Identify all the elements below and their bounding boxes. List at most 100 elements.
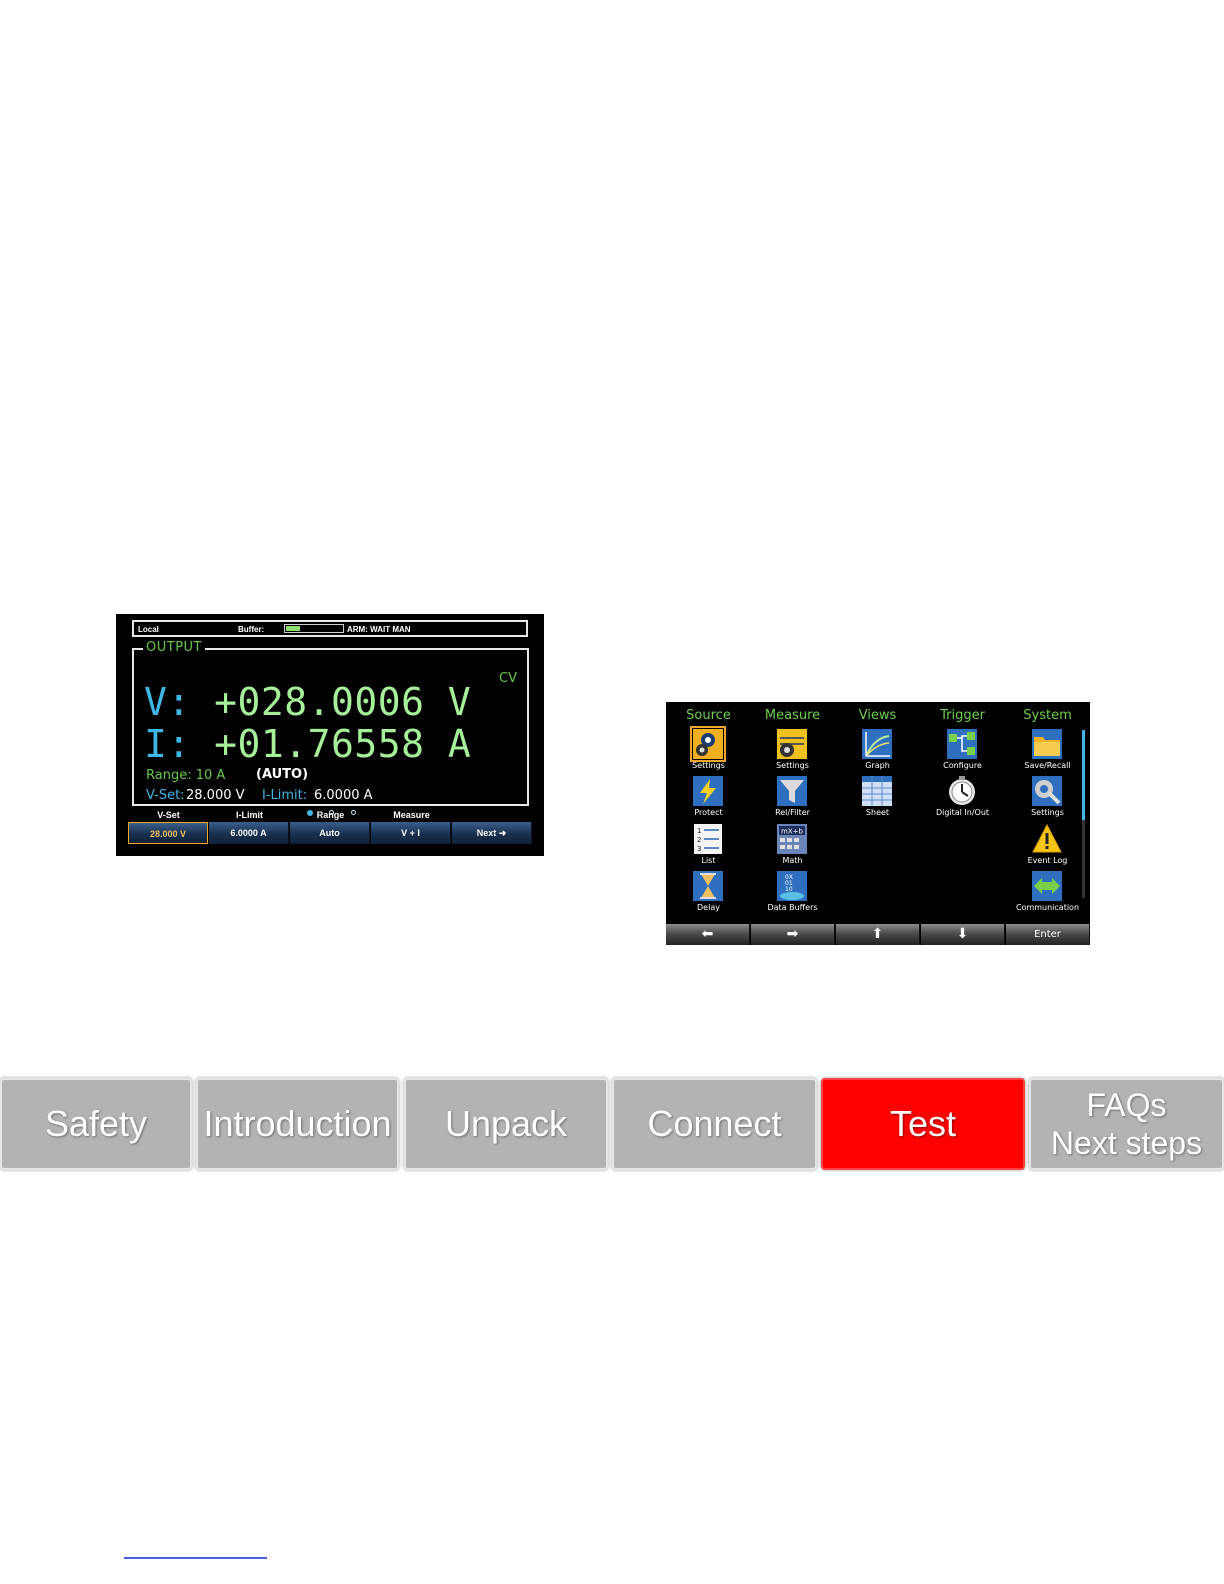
menu-item-label: Save/Recall: [1024, 761, 1071, 770]
tab-connect[interactable]: Connect: [612, 1078, 817, 1170]
menu-item-label: Configure: [943, 761, 982, 770]
voltage-reading: V: +028.0006 V: [144, 680, 471, 724]
softkey-button[interactable]: 28.000 V: [128, 822, 208, 844]
page-dot: [351, 810, 356, 815]
buffer-meter: [284, 624, 344, 633]
menu-item-digital-in-out[interactable]: Digital In/Out: [920, 775, 1005, 822]
menu-item-graph[interactable]: Graph: [835, 728, 920, 775]
menu-bottom-bar: ⬅➡⬆⬇Enter: [666, 924, 1090, 945]
menu-item-communication[interactable]: Communication: [1005, 870, 1090, 917]
menu-item-label: Communication: [1015, 903, 1080, 912]
mode-indicator: CV: [499, 671, 517, 686]
tab-label: Test: [889, 1103, 957, 1144]
softkey-heading: V-Set: [157, 810, 180, 820]
voltage-value: +028.0006 V: [214, 680, 472, 724]
footer-link-underline[interactable]: [124, 1557, 267, 1559]
tab-unpack[interactable]: Unpack: [404, 1078, 608, 1170]
menu-column-system[interactable]: System: [1023, 708, 1072, 723]
softkey-button[interactable]: Auto: [290, 822, 370, 844]
menu-item-label: Data Buffers: [767, 903, 818, 912]
menu-item-settings[interactable]: Settings: [666, 726, 751, 775]
sheet-icon: [861, 775, 893, 807]
arrow-down-button[interactable]: ⬇: [921, 924, 1005, 945]
menu-item-configure[interactable]: Configure: [920, 728, 1005, 775]
svg-text:10: 10: [785, 886, 793, 893]
system-settings-icon: [1031, 775, 1063, 807]
menu-item-settings[interactable]: Settings: [1005, 775, 1090, 822]
arrow-up-button[interactable]: ⬆: [836, 924, 920, 945]
tab-introduction[interactable]: Introduction: [196, 1078, 399, 1170]
menu-item-label: Settings: [1031, 808, 1064, 817]
output-screen-image: Local Buffer: ARM: WAIT MAN OUTPUT CV V:…: [116, 614, 544, 856]
softkey-button[interactable]: Next ➜: [452, 822, 532, 844]
tab-label: Introduction: [203, 1103, 392, 1144]
buffer-meter-fill: [286, 626, 300, 631]
arrow-right-button[interactable]: ➡: [751, 924, 835, 945]
softkey-heading: I-Limit: [236, 810, 263, 820]
tab-safety[interactable]: Safety: [0, 1078, 192, 1170]
menu-item-label: Digital In/Out: [935, 808, 990, 817]
current-reading: I: +01.76558 A: [144, 722, 471, 766]
menu-column-measure[interactable]: Measure: [764, 708, 821, 723]
arrow-left-button[interactable]: ⬅: [666, 924, 750, 945]
svg-text:2: 2: [697, 836, 701, 844]
menu-item-label: Settings: [692, 761, 725, 770]
trigger-configure-icon: [946, 728, 978, 760]
graph-icon: [861, 728, 893, 760]
digital-io-icon: [946, 775, 978, 807]
tab-label: Safety: [44, 1103, 148, 1144]
output-panel-title: OUTPUT: [143, 640, 205, 655]
current-value: +01.76558 A: [214, 722, 472, 766]
ilimit-label: I-Limit:: [262, 788, 308, 803]
menu-item-delay[interactable]: Delay: [666, 870, 751, 917]
buffer-label: Buffer:: [238, 625, 265, 634]
menu-scroll-thumb[interactable]: [1082, 730, 1085, 820]
menu-column-source[interactable]: Source: [686, 708, 731, 723]
folder-icon: [1031, 728, 1063, 760]
output-panel: OUTPUT CV V: +028.0006 V I: +01.76558 A …: [132, 640, 529, 816]
measure-settings-icon: [776, 728, 808, 760]
menu-item-label: Graph: [865, 761, 890, 770]
svg-text:3: 3: [697, 845, 701, 853]
ilimit-value: 6.0000 A: [314, 788, 373, 803]
warning-icon: [1031, 823, 1063, 855]
menu-item-save-recall[interactable]: Save/Recall: [1005, 728, 1090, 775]
protect-icon: [692, 775, 724, 807]
menu-item-settings[interactable]: Settings: [750, 728, 835, 775]
page-dot: [307, 810, 313, 816]
menu-item-label: Delay: [697, 903, 720, 912]
local-indicator: Local: [138, 625, 159, 634]
tab-test[interactable]: Test: [821, 1078, 1025, 1170]
menu-item-event-log[interactable]: Event Log: [1005, 823, 1090, 870]
enter-button[interactable]: Enter: [1006, 924, 1090, 945]
range-label: Range: 10 A: [146, 768, 226, 783]
menu-item-protect[interactable]: Protect: [666, 775, 751, 822]
menu-item-sheet[interactable]: Sheet: [835, 775, 920, 822]
tab-label-secondary: Next steps: [1050, 1125, 1203, 1161]
menu-item-label: Settings: [776, 761, 809, 770]
page-indicator: [307, 810, 367, 818]
menu-item-rel-filter[interactable]: Rel/Filter: [750, 775, 835, 822]
menu-column-trigger[interactable]: Trigger: [940, 708, 985, 723]
filter-icon: [776, 775, 808, 807]
menu-column-views[interactable]: Views: [858, 708, 897, 723]
menu-item-label: Protect: [694, 808, 723, 817]
hourglass-icon: [692, 870, 724, 902]
softkey-heading: Measure: [393, 810, 430, 820]
tab-label: FAQs: [1086, 1087, 1167, 1123]
softkey-button[interactable]: 6.0000 A: [209, 822, 289, 844]
softkey-button[interactable]: V + I: [371, 822, 451, 844]
menu-item-label: Rel/Filter: [775, 808, 810, 817]
menu-item-label: Sheet: [865, 808, 890, 817]
svg-text:0X: 0X: [785, 874, 793, 881]
